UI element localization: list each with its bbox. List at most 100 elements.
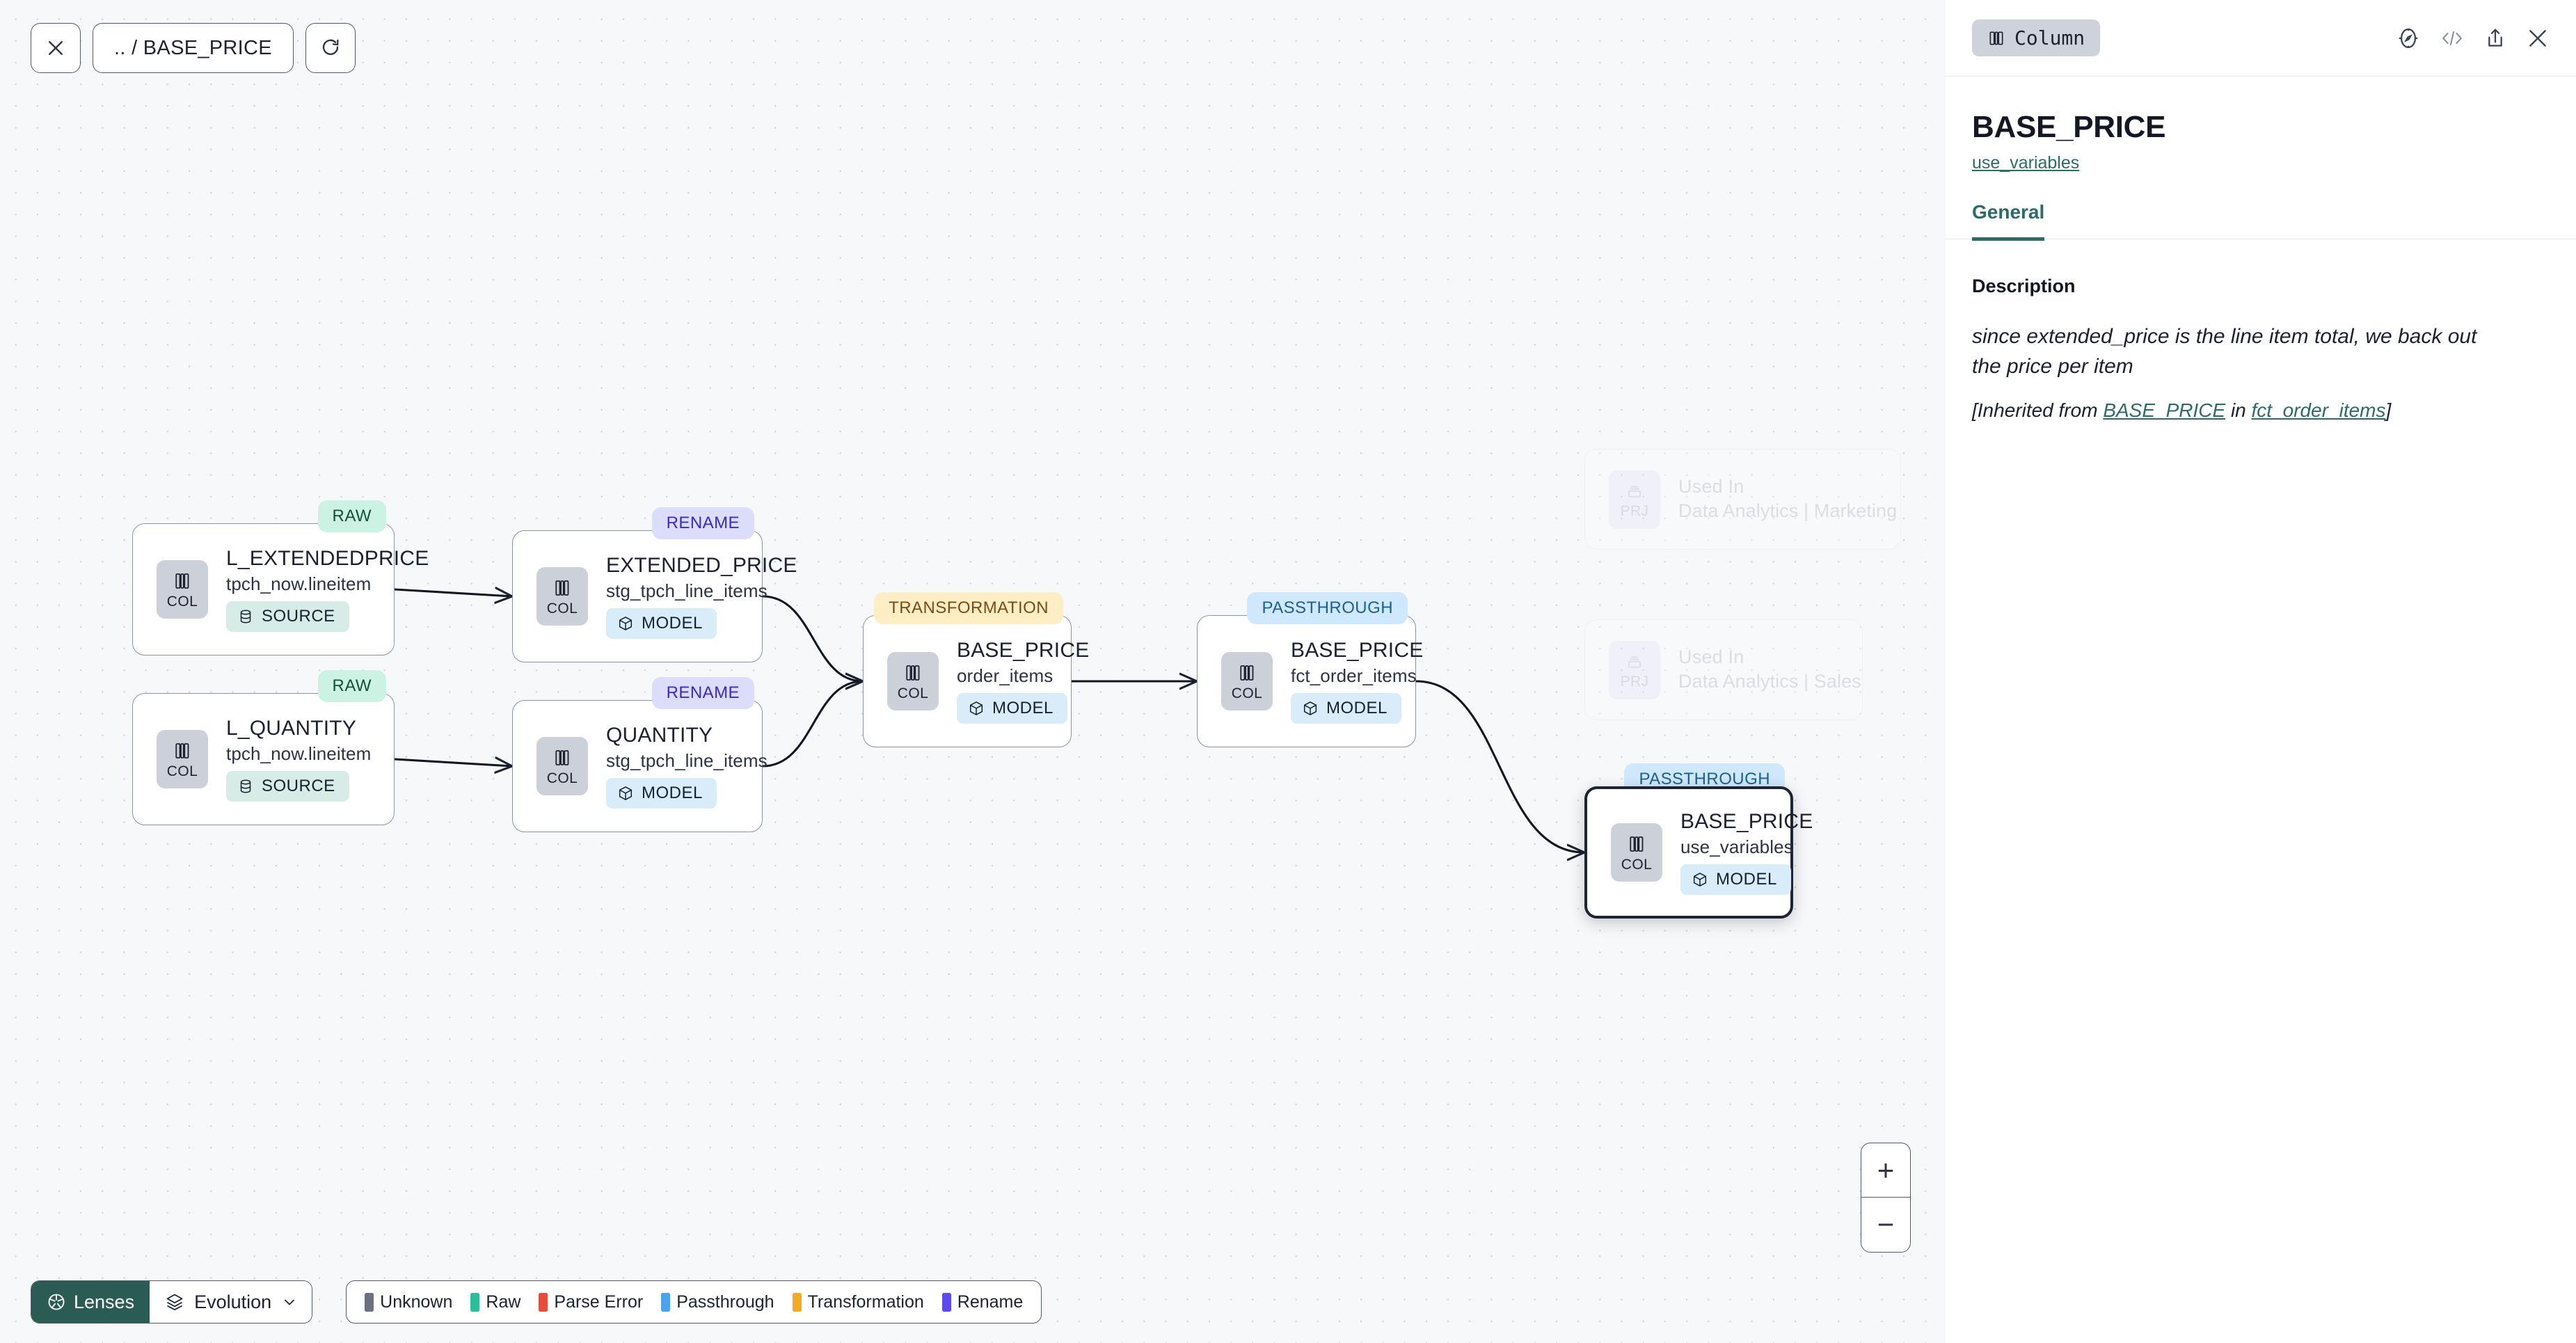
database-icon	[240, 610, 251, 623]
legend-item[interactable]: Rename	[941, 1292, 1023, 1312]
zoom-controls: + −	[1861, 1143, 1911, 1253]
node-type-icon: COL	[1221, 652, 1273, 710]
share-icon[interactable]	[2484, 26, 2506, 50]
node-type-label: COL	[546, 600, 578, 617]
chevron-down-icon	[285, 1299, 295, 1305]
legend-swatch	[661, 1292, 671, 1312]
legend-item[interactable]: Passthrough	[661, 1292, 774, 1312]
evolution-dropdown[interactable]: Evolution	[150, 1281, 312, 1323]
node-status-badge: TRANSFORMATION	[874, 592, 1063, 624]
node-type-label: COL	[166, 763, 198, 779]
inherited-mid: in	[2225, 399, 2252, 422]
refresh-button[interactable]	[305, 23, 356, 73]
legend-swatch	[539, 1292, 548, 1312]
cube-icon	[969, 701, 983, 715]
node-type-icon: COL	[536, 737, 588, 795]
project-type-icon: PRJ	[1609, 640, 1660, 699]
node-kind-pill: MODEL	[957, 692, 1067, 724]
node-kind-label: SOURCE	[262, 776, 335, 795]
used-in-subtitle: Data Analytics | Sales	[1678, 671, 1861, 692]
columns-icon	[175, 742, 189, 758]
node-status-badge: RENAME	[651, 677, 754, 709]
cube-icon	[1303, 701, 1317, 715]
legend-item[interactable]: Raw	[470, 1292, 520, 1312]
legend-item[interactable]: Transformation	[792, 1292, 924, 1312]
node-kind-pill: MODEL	[1680, 864, 1791, 895]
columns-icon	[1989, 31, 2003, 45]
zoom-out-button[interactable]: −	[1877, 1208, 1895, 1241]
node-type-icon: COL	[157, 730, 208, 788]
refresh-icon	[322, 39, 339, 56]
node-kind-label: MODEL	[642, 783, 703, 802]
node-kind-pill: SOURCE	[226, 770, 349, 802]
breadcrumb[interactable]: .. / BASE_PRICE	[93, 23, 294, 73]
code-icon[interactable]	[2440, 26, 2465, 50]
node-type-label: COL	[1621, 856, 1653, 873]
model-link[interactable]: use_variables	[1972, 153, 2080, 173]
legend-label: Transformation	[807, 1292, 924, 1312]
legend-label: Unknown	[380, 1292, 453, 1312]
columns-icon	[1240, 665, 1254, 681]
node-type-label: COL	[546, 770, 578, 786]
node-kind-label: MODEL	[992, 698, 1054, 717]
node-title: BASE_PRICE	[1291, 639, 1424, 662]
node-kind-pill: MODEL	[1291, 692, 1401, 724]
description-label: Description	[1972, 276, 2076, 296]
node-type-label: COL	[1231, 685, 1263, 701]
node-title: L_QUANTITY	[226, 717, 357, 740]
lens-group: Lenses Evolution	[31, 1280, 313, 1324]
tab-general[interactable]: General	[1972, 201, 2045, 241]
node-kind-label: MODEL	[642, 613, 703, 633]
legend-label: Passthrough	[676, 1292, 774, 1312]
project-type-label: PRJ	[1620, 503, 1649, 519]
legend-item[interactable]: Unknown	[365, 1292, 452, 1312]
node-title: BASE_PRICE	[957, 639, 1090, 662]
lenses-button[interactable]: Lenses	[31, 1281, 150, 1323]
database-icon	[240, 779, 251, 793]
node-type-icon: COL	[1611, 823, 1662, 882]
legend-item[interactable]: Parse Error	[539, 1292, 643, 1312]
node-subtitle: stg_tpch_line_items	[606, 580, 768, 601]
close-icon[interactable]	[2526, 26, 2550, 50]
node-kind-pill: SOURCE	[226, 601, 349, 632]
project-type-label: PRJ	[1620, 674, 1649, 690]
project-icon	[1628, 656, 1641, 668]
node-subtitle: tpch_now.lineitem	[226, 573, 372, 594]
panel-actions	[2396, 26, 2550, 50]
entity-type-label: Column	[2014, 26, 2085, 49]
inherited-column-link[interactable]: BASE_PRICE	[2103, 399, 2226, 422]
columns-icon	[906, 665, 920, 681]
node-type-icon: COL	[536, 567, 588, 626]
legend-swatch	[792, 1292, 802, 1312]
node-type-label: COL	[166, 593, 198, 610]
zoom-in-button[interactable]: +	[1861, 1143, 1910, 1198]
inherited-model-link[interactable]: fct_order_items	[2251, 399, 2386, 422]
used-in-subtitle: Data Analytics | Marketing	[1678, 500, 1898, 522]
aperture-icon	[48, 1294, 65, 1310]
close-lineage-button[interactable]	[31, 23, 81, 73]
explore-icon[interactable]	[2396, 26, 2420, 50]
panel-header: Column	[1946, 0, 2576, 77]
entity-type-chip[interactable]: Column	[1972, 19, 2101, 56]
columns-icon	[1630, 836, 1644, 852]
node-status-badge: PASSTHROUGH	[1247, 592, 1408, 624]
lenses-label: Lenses	[74, 1291, 135, 1312]
layers-icon	[166, 1294, 183, 1310]
used-in-title: Used In	[1678, 476, 1744, 498]
